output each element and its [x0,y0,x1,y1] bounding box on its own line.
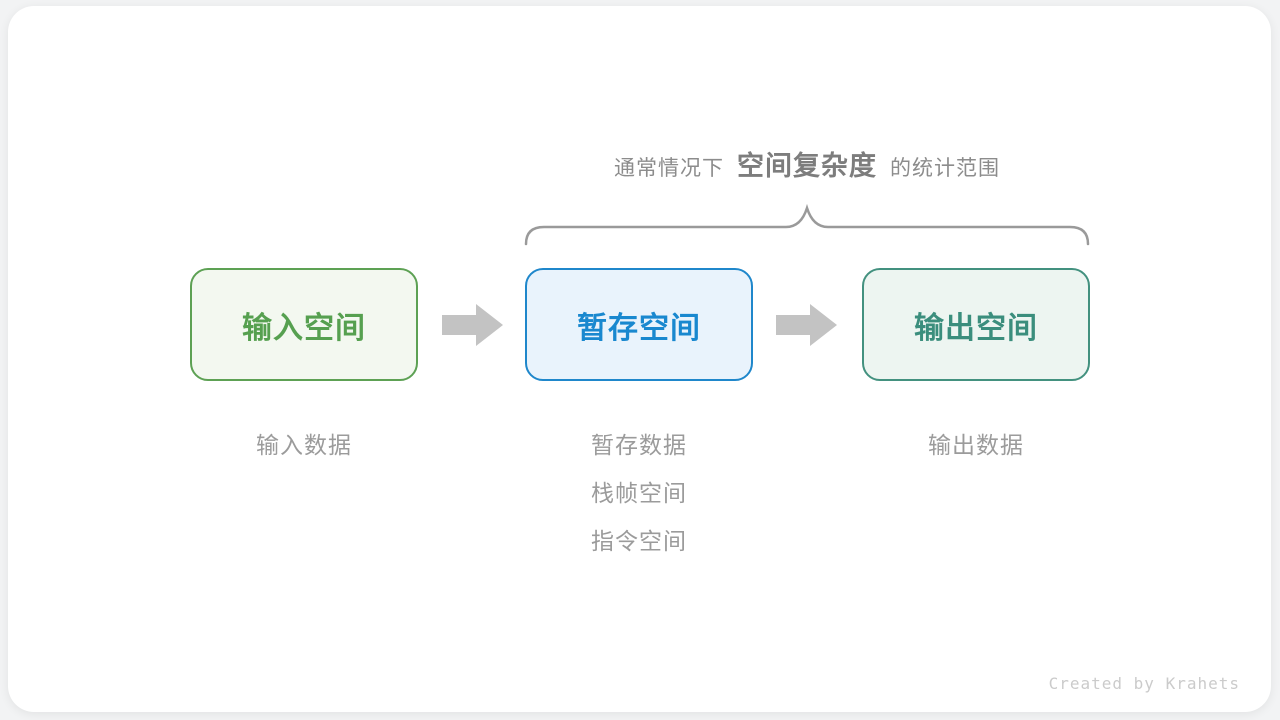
label-input-data: 输入数据 [256,432,352,458]
caption-suffix: 的统计范围 [890,157,1000,180]
label-instruction-space: 指令空间 [591,528,687,554]
right-arrow-icon [776,304,837,346]
caption: 通常情况下 空间复杂度 的统计范围 [507,144,1107,186]
caption-prefix: 通常情况下 [614,157,724,180]
box-temp-space: 暂存空间 [525,268,753,381]
right-arrow-icon [442,304,503,346]
label-output-data: 输出数据 [928,432,1024,458]
label-column-input: 输入数据 [190,421,418,469]
caption-highlight: 空间复杂度 [737,151,877,181]
label-temp-data: 暂存数据 [591,432,687,458]
box-input-space: 输入空间 [190,268,418,381]
label-column-temp: 暂存数据 栈帧空间 指令空间 [525,421,753,565]
scope-brace [524,203,1090,246]
box-output-space: 输出空间 [862,268,1090,381]
credit-text: Created by Krahets [1048,674,1240,693]
label-stack-frame-space: 栈帧空间 [591,480,687,506]
box-input-space-label: 输入空间 [242,311,366,345]
label-column-output: 输出数据 [862,421,1090,469]
box-temp-space-label: 暂存空间 [577,311,701,345]
box-output-space-label: 输出空间 [914,311,1038,345]
